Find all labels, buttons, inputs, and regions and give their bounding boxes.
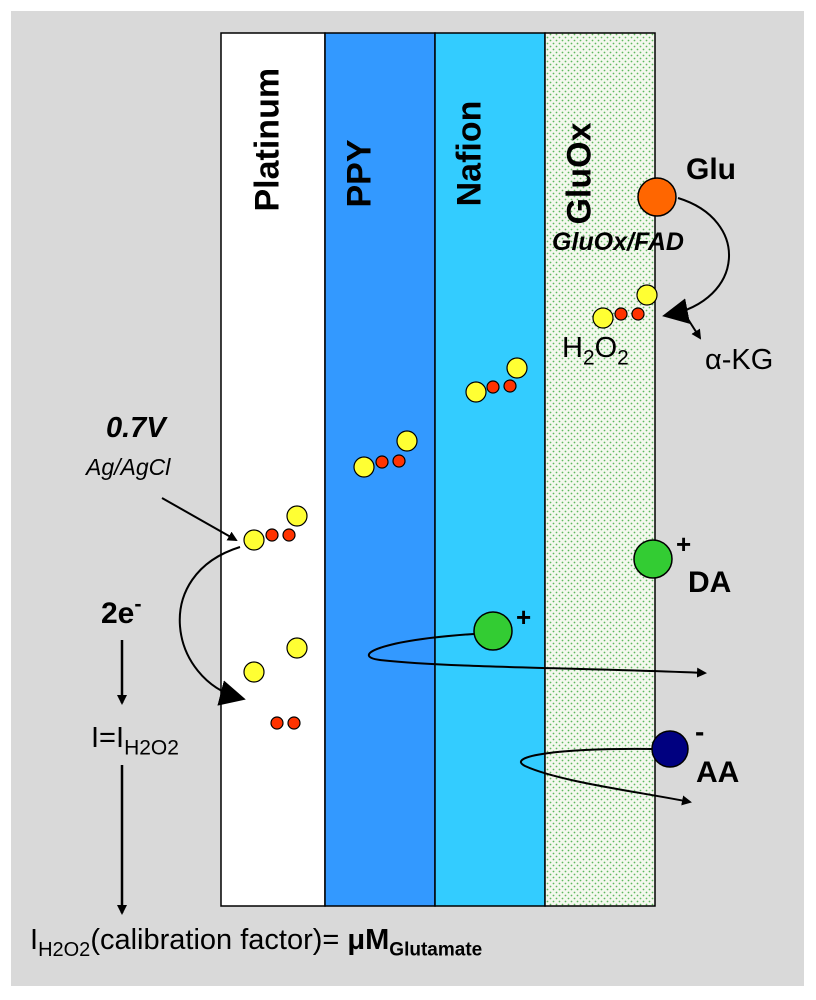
calibration-formula: IH2O2(calibration factor)= μMGlutamate — [30, 924, 482, 960]
ppy-label: PPY — [340, 139, 379, 208]
electron-label: 2e- — [101, 593, 142, 631]
platinum-label: Platinum — [248, 67, 287, 212]
glu-reaction-arrow — [662, 197, 730, 324]
gluox-layer — [544, 32, 656, 907]
nafion-layer — [434, 32, 546, 907]
product-h-2 — [243, 661, 265, 683]
gluox-label: GluOx — [560, 122, 599, 225]
formula-um: μM — [347, 924, 390, 956]
cation-molecule-nafion — [473, 611, 513, 651]
h2o2-label: H2O2 — [562, 332, 629, 368]
gluox-fad-label: GluOx/FAD — [552, 228, 684, 256]
h2o2-molecule-nafion — [465, 357, 528, 403]
oxidation-arrow — [178, 546, 246, 706]
electron-sup: - — [134, 591, 142, 617]
formula-rest: (calibration factor)= — [90, 924, 348, 956]
da-label: DA — [688, 566, 732, 599]
ppy-layer — [324, 32, 436, 907]
h2o2-sub-2: 2 — [617, 346, 629, 370]
aa-molecule — [651, 730, 689, 768]
product-h-1 — [286, 637, 308, 659]
current-label: I=IH2O2 — [91, 722, 179, 758]
voltage-label: 0.7V — [106, 412, 166, 444]
platinum-layer — [220, 32, 326, 907]
da-charge: + — [676, 529, 692, 559]
reference-electrode-label: Ag/AgCl — [86, 454, 171, 480]
current-sub: H2O2 — [124, 736, 179, 760]
akg-arrow — [685, 315, 702, 340]
nafion-label: Nafion — [450, 100, 489, 207]
product-oxygen — [270, 716, 301, 730]
h2o2-h: H — [562, 332, 583, 364]
glu-label: Glu — [686, 153, 736, 186]
anion-rejection-path — [519, 747, 692, 806]
aa-charge: - — [695, 716, 705, 747]
h2o2-sub-1: 2 — [582, 346, 595, 370]
cation-rejection-path — [367, 633, 707, 678]
glu-molecule — [637, 177, 677, 217]
h2o2-o: O — [594, 332, 618, 364]
aa-label: AA — [696, 756, 740, 789]
formula-sub: H2O2 — [38, 939, 91, 961]
electron-text: 2e — [101, 597, 135, 630]
akg-label: α-KG — [705, 344, 774, 376]
h2o2-molecule-gluox — [592, 284, 658, 329]
voltage-arrow — [161, 497, 238, 541]
formula-um-sub: Glutamate — [389, 939, 483, 961]
current-lhs: I=I — [91, 722, 125, 754]
cation-charge-nafion: + — [516, 602, 532, 632]
da-molecule — [633, 539, 673, 579]
h2o2-molecule-platinum — [243, 505, 308, 551]
formula-i: I — [30, 924, 39, 956]
h2o2-molecule-ppy — [353, 430, 418, 478]
